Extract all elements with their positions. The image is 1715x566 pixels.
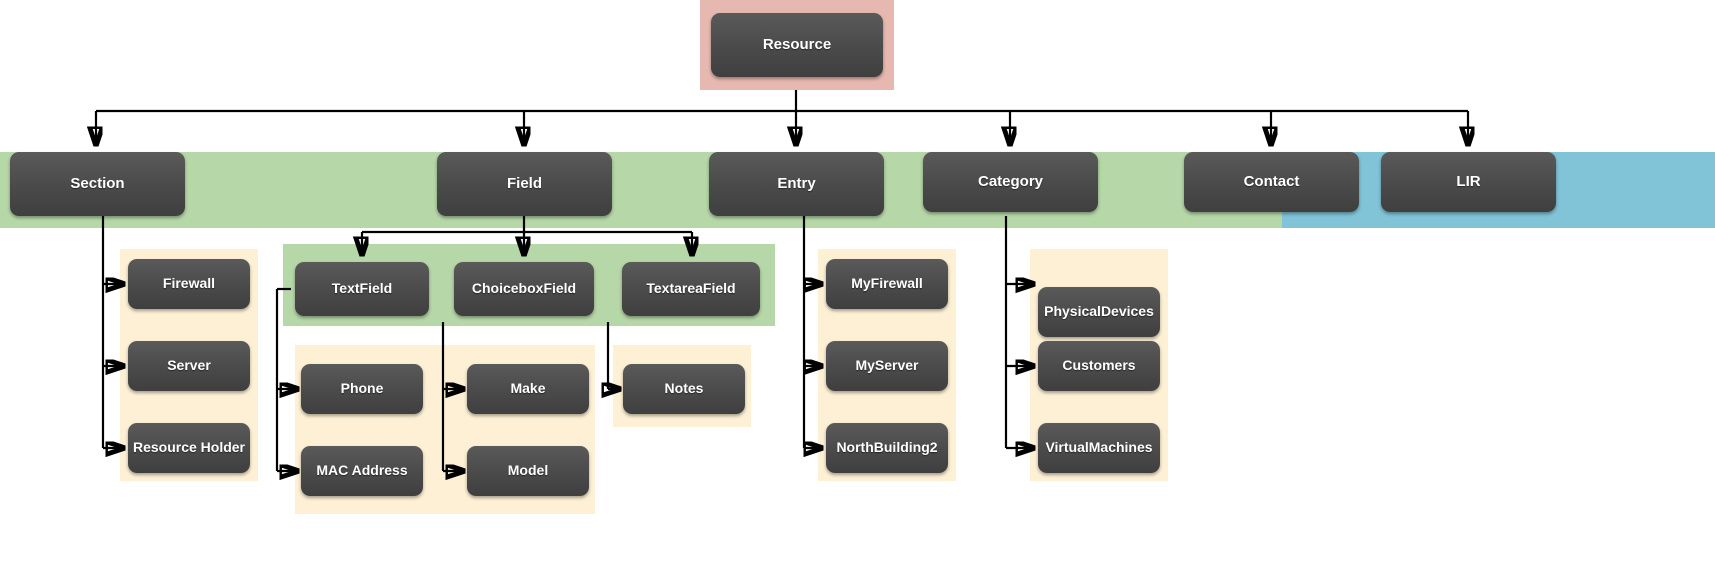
node-firewall[interactable]: Firewall [128, 259, 250, 309]
node-myfirewall[interactable]: MyFirewall [826, 259, 948, 309]
node-customers[interactable]: Customers [1038, 341, 1160, 391]
node-category[interactable]: Category [923, 152, 1098, 212]
node-virtualmachines[interactable]: VirtualMachines [1038, 423, 1160, 473]
node-server[interactable]: Server [128, 341, 250, 391]
node-resource[interactable]: Resource [711, 13, 883, 77]
node-model[interactable]: Model [467, 446, 589, 496]
node-choiceboxfield[interactable]: ChoiceboxField [454, 262, 594, 316]
node-physicaldevices[interactable]: PhysicalDevices [1038, 287, 1160, 337]
node-phone[interactable]: Phone [301, 364, 423, 414]
node-textfield[interactable]: TextField [295, 262, 429, 316]
node-section[interactable]: Section [10, 152, 185, 216]
node-entry[interactable]: Entry [709, 152, 884, 216]
node-notes[interactable]: Notes [623, 364, 745, 414]
node-make[interactable]: Make [467, 364, 589, 414]
node-resource-holder[interactable]: Resource Holder [128, 423, 250, 473]
node-lir[interactable]: LIR [1381, 152, 1556, 212]
node-myserver[interactable]: MyServer [826, 341, 948, 391]
node-northbuilding2[interactable]: NorthBuilding2 [826, 423, 948, 473]
node-textareafield[interactable]: TextareaField [622, 262, 760, 316]
node-field[interactable]: Field [437, 152, 612, 216]
node-mac-address[interactable]: MAC Address [301, 446, 423, 496]
node-contact[interactable]: Contact [1184, 152, 1359, 212]
